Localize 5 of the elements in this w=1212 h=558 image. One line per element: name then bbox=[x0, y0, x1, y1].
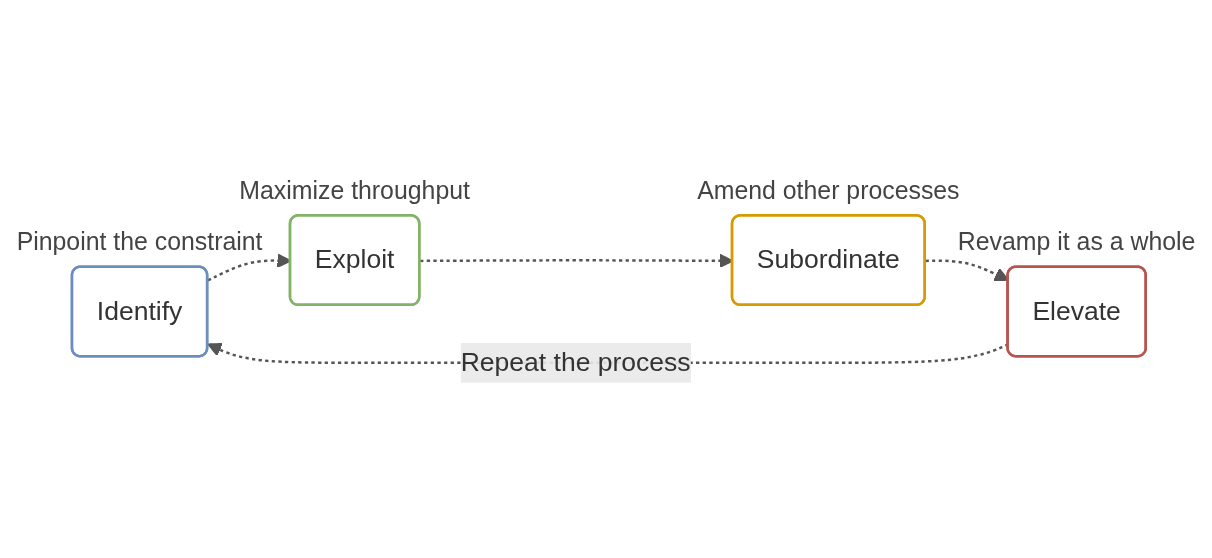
node-note: Amend other processes bbox=[697, 176, 960, 204]
edge-label: Repeat the process bbox=[460, 347, 691, 376]
node-note: Revamp it as a whole bbox=[957, 228, 1196, 255]
node-note: Pinpoint the constraint bbox=[16, 228, 263, 255]
node-note: Maximize throughput bbox=[239, 176, 470, 204]
